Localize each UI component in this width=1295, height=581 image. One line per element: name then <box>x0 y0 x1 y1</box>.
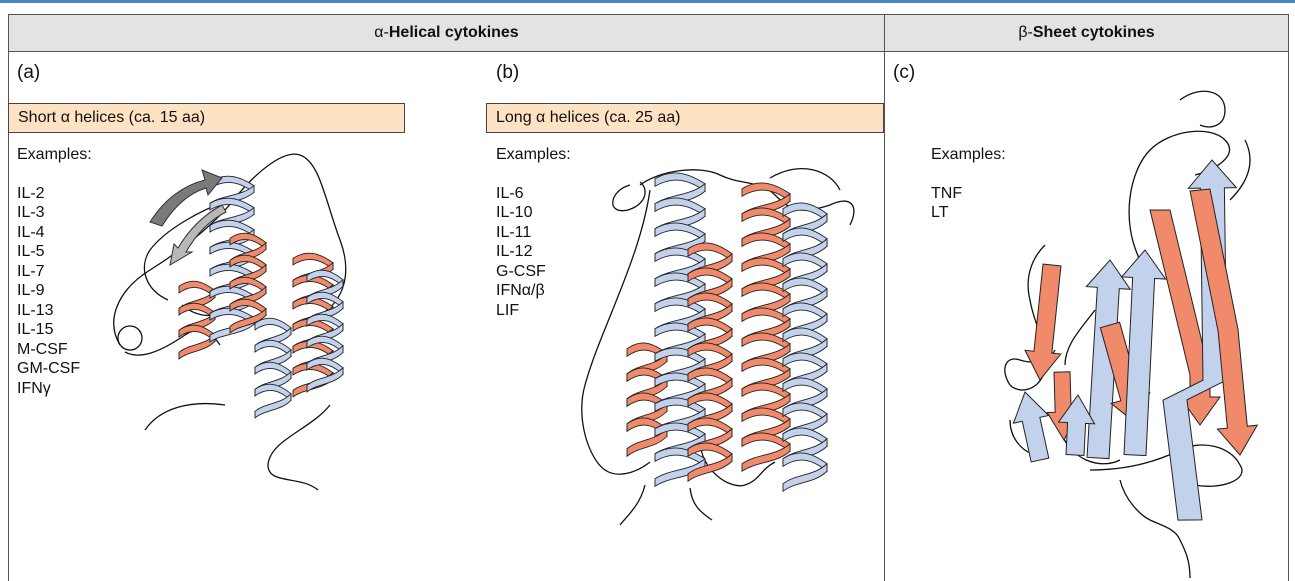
loop-strand <box>1180 91 1225 127</box>
blue-strand-arrow <box>1013 392 1048 462</box>
loop-strand <box>1230 140 1250 200</box>
loop-strand <box>1090 445 1242 486</box>
loop-strand <box>1065 310 1095 365</box>
